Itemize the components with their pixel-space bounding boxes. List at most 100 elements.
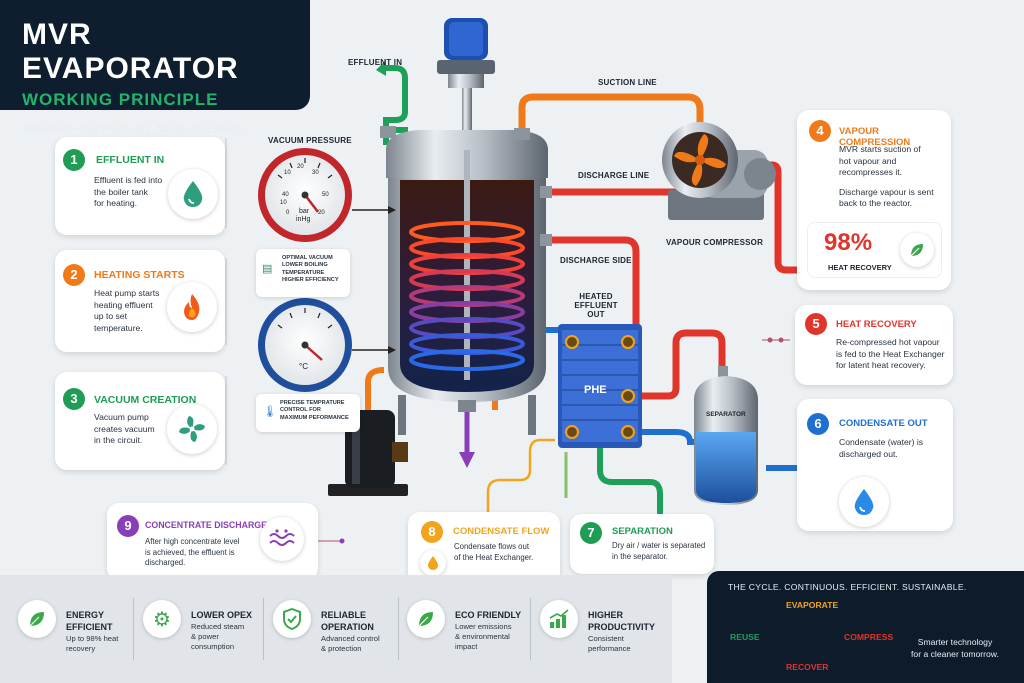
benefit-higher-productivity: HIGHER PRODUCTIVITY Consistent performan…: [540, 600, 670, 672]
step-number: 1: [63, 149, 85, 171]
temp-note-text: PRECISE TEMPRATURE CONTROL FOR MAXIMUM P…: [280, 400, 349, 421]
step-description: Dry air / water is separated in the sepa…: [612, 541, 706, 561]
divider: [263, 598, 264, 660]
cycle-reuse: REUSE: [730, 632, 760, 642]
separator-return-pipe: [636, 429, 702, 445]
label-heated-effluent-out: HEATED EFFLUENT OUT: [574, 292, 618, 319]
heat-recovery-value: 98%: [824, 229, 873, 256]
benefit-description: Consistent performance: [588, 634, 631, 653]
temp-note-box: 🌡 PRECISE TEMPRATURE CONTROL FOR MAXIMUM…: [256, 394, 360, 432]
benefit-lower-opex: ⚙ LOWER OPEX Reduced steam & power consu…: [143, 600, 273, 672]
step-card-condensate-out: 6 CONDENSATE OUT Condensate (water) is d…: [797, 399, 953, 531]
gauge-chart-icon: ▤: [262, 263, 273, 275]
step-card-heating-starts: 2 HEATING STARTS Heat pump starts heatin…: [55, 250, 225, 352]
compressor-out-pipe: [760, 161, 800, 274]
temperature-gauge: [258, 298, 396, 392]
heat-recovery-label: HEAT RECOVERY: [828, 263, 892, 272]
step-description: After high concentrate level is achieved…: [145, 537, 240, 567]
leaf-icon: [18, 600, 56, 638]
step-number: 6: [807, 413, 829, 435]
heating-coil: [409, 221, 525, 371]
step-number: 8: [421, 521, 443, 543]
step-description: Condensate (water) is discharged out.: [839, 437, 924, 459]
benefit-description: Advanced control & protection: [321, 634, 380, 653]
gear-icon: ⚙: [143, 600, 181, 638]
benefit-energy-efficient: ENERGY EFFICIENT Up to 98% heat recovery: [18, 600, 148, 672]
benefit-description: Reduced steam & power consumption: [191, 622, 245, 651]
divider: [398, 598, 399, 660]
step-description: Effluent is fed into the boiler tank for…: [94, 175, 163, 208]
fan-icon: [167, 404, 217, 454]
step-description: MVR starts suction of hot vapour and rec…: [839, 144, 934, 208]
gauge-tick-label: 30: [312, 170, 319, 176]
gauge-tick-label: 0: [286, 210, 290, 216]
divider: [530, 598, 531, 660]
step-description: Re-compressed hot vapour is fed to the H…: [836, 337, 945, 370]
vacuum-note-box: ▤ OPTIMAL VACUUM LOWER BOILING TEMPERATU…: [256, 249, 350, 297]
vacuum-pressure-gauge: [258, 148, 396, 242]
heat-recovery-stat-box: 98% HEAT RECOVERY: [807, 222, 942, 278]
cycle-title: THE CYCLE. CONTINUOUS. EFFICIENT. SUSTAI…: [728, 582, 967, 592]
suction-line: [518, 93, 704, 140]
pressure-unit-inhg: inHg: [296, 216, 311, 223]
benefit-description: Up to 98% heat recovery: [66, 634, 119, 653]
leaf-icon: [900, 233, 934, 267]
page-tagline: Maximum Heat Recovery. Minimum Energy.: [22, 124, 246, 136]
concentrate-arrow: [459, 452, 475, 468]
step-number: 2: [63, 264, 85, 286]
discharge-side-pipe: [540, 236, 640, 340]
step-card-vacuum-creation: 3 VACUUM CREATION Vacuum pump creates va…: [55, 372, 225, 470]
gauge-tick-label: 10: [280, 200, 287, 206]
step-card-effluent-in: 1 EFFLUENT IN Effluent is fed into the b…: [55, 137, 225, 235]
benefit-title: LOWER OPEX: [191, 610, 253, 620]
label-phe: PHE: [584, 384, 607, 396]
gauge-tick-label: 10: [284, 170, 291, 176]
flame-icon: [167, 282, 217, 332]
cycle-compress: COMPRESS: [844, 632, 894, 642]
cycle-box: [707, 571, 1024, 683]
step-description: Vacuum pump creates vacuum in the circui…: [94, 412, 155, 445]
leaf-icon: [407, 600, 445, 638]
cycle-tagline: Smarter technology for a cleaner tomorro…: [911, 637, 999, 659]
separation-pipe: [597, 448, 663, 520]
gauge-tick-label: 20: [297, 164, 304, 170]
shield-icon: [273, 600, 311, 638]
vapour-compressor: [662, 122, 776, 220]
label-suction-line: SUCTION LINE: [598, 78, 657, 87]
label-discharge-line: DISCHARGE LINE: [578, 171, 650, 180]
label-discharge-side: DISCHARGE SIDE: [560, 256, 632, 265]
heat-recovery-pipe: [636, 329, 726, 400]
step-number: 5: [805, 313, 827, 335]
page-subtitle: WORKING PRINCIPLE: [22, 90, 219, 109]
water-drop-icon: [839, 477, 889, 527]
label-vacuum-pressure: VACUUM PRESSURE: [268, 136, 352, 145]
step-description: Condensate flows out of the Heat Exchang…: [454, 542, 534, 562]
step-title: CONDENSATE OUT: [839, 418, 928, 429]
thermometer-icon: 🌡: [263, 406, 277, 418]
water-drop-icon: [168, 169, 218, 219]
coil-loop: [409, 349, 525, 371]
step-number: 3: [63, 388, 85, 410]
growth-chart-icon: [540, 600, 578, 638]
step-number: 4: [809, 120, 831, 142]
benefit-reliable-operation: RELIABLE OPERATION Advanced control & pr…: [273, 600, 403, 672]
step-title: VACUUM CREATION: [94, 394, 197, 406]
title-block: MVR EVAPORATOR WORKING PRINCIPLE Maximum…: [0, 0, 310, 136]
step-title: CONCENTRATE DISCHARGE: [145, 520, 268, 530]
label-effluent-in: EFFLUENT IN: [348, 58, 403, 67]
step-title: SEPARATION: [612, 526, 673, 537]
benefit-description: Lower emissions & environmental impact: [455, 622, 512, 651]
separator-tank: [694, 366, 758, 505]
benefit-title: RELIABLE OPERATION: [321, 610, 374, 632]
vacuum-pump-pipe: [365, 367, 385, 412]
step-card-vapour-compression: 4 VAPOUR COMPRESSION MVR starts suction …: [797, 110, 951, 290]
effluent-in-arrow: [376, 60, 386, 76]
condensate-flow-pipe: [486, 438, 555, 515]
step-description: Heat pump starts heating effluent up to …: [94, 288, 160, 333]
benefit-title: ECO FRIENDLY: [455, 610, 522, 620]
cycle-recover: RECOVER: [786, 662, 829, 672]
drop-flow-icon: [420, 550, 446, 576]
vacuum-note-text: OPTIMAL VACUUM LOWER BOILING TEMPERATURE…: [282, 255, 339, 284]
waves-icon: [260, 517, 304, 561]
